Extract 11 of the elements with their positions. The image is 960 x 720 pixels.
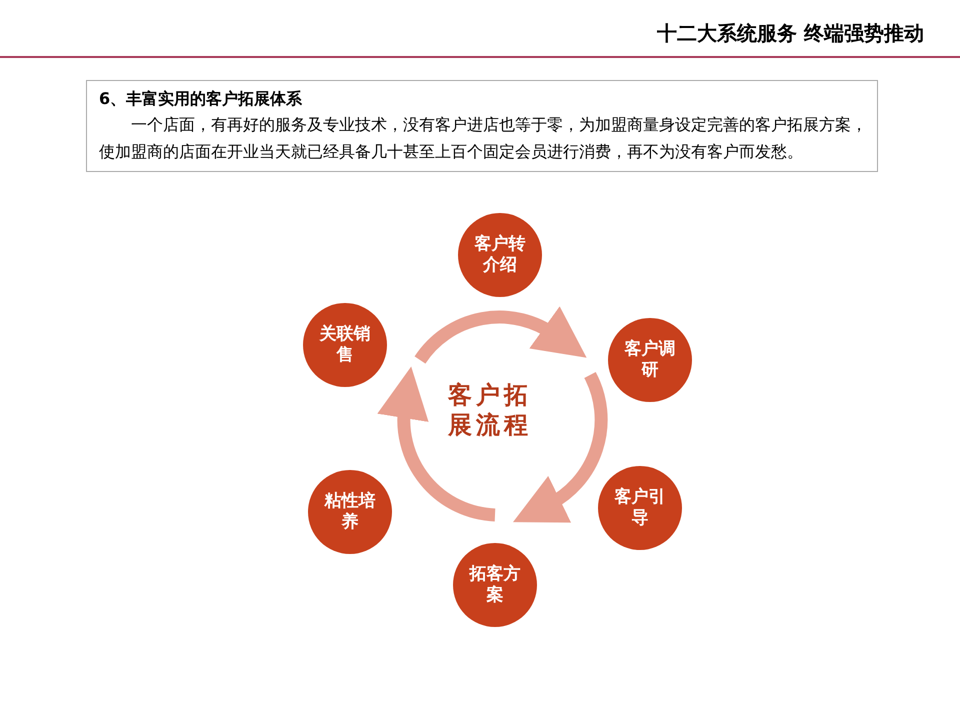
step-label: 拓客方案: [468, 564, 522, 606]
page-title: 十二大系统服务 终端强势推动: [657, 20, 924, 47]
card-paragraph: 一个店面，有再好的服务及专业技术，没有客户进店也等于零，为加盟商量身设定完善的客户拓展方案，使加盟商的店面在开业当天就已经具备几十甚至上百个固定会员进行消费，再不为没有客户而发愁。: [99, 114, 868, 163]
step-label: 粘性培养: [323, 491, 376, 533]
step-label: 客户引导: [614, 487, 666, 529]
card-heading: 6、丰富实用的客户拓展体系: [99, 88, 304, 110]
center-label: 客户拓展流程: [446, 380, 533, 440]
step-label: 关联销售: [318, 324, 372, 366]
step-label: 客户转介绍: [474, 234, 526, 276]
step-label: 客户调研: [624, 339, 676, 381]
text-card: [86, 80, 878, 172]
